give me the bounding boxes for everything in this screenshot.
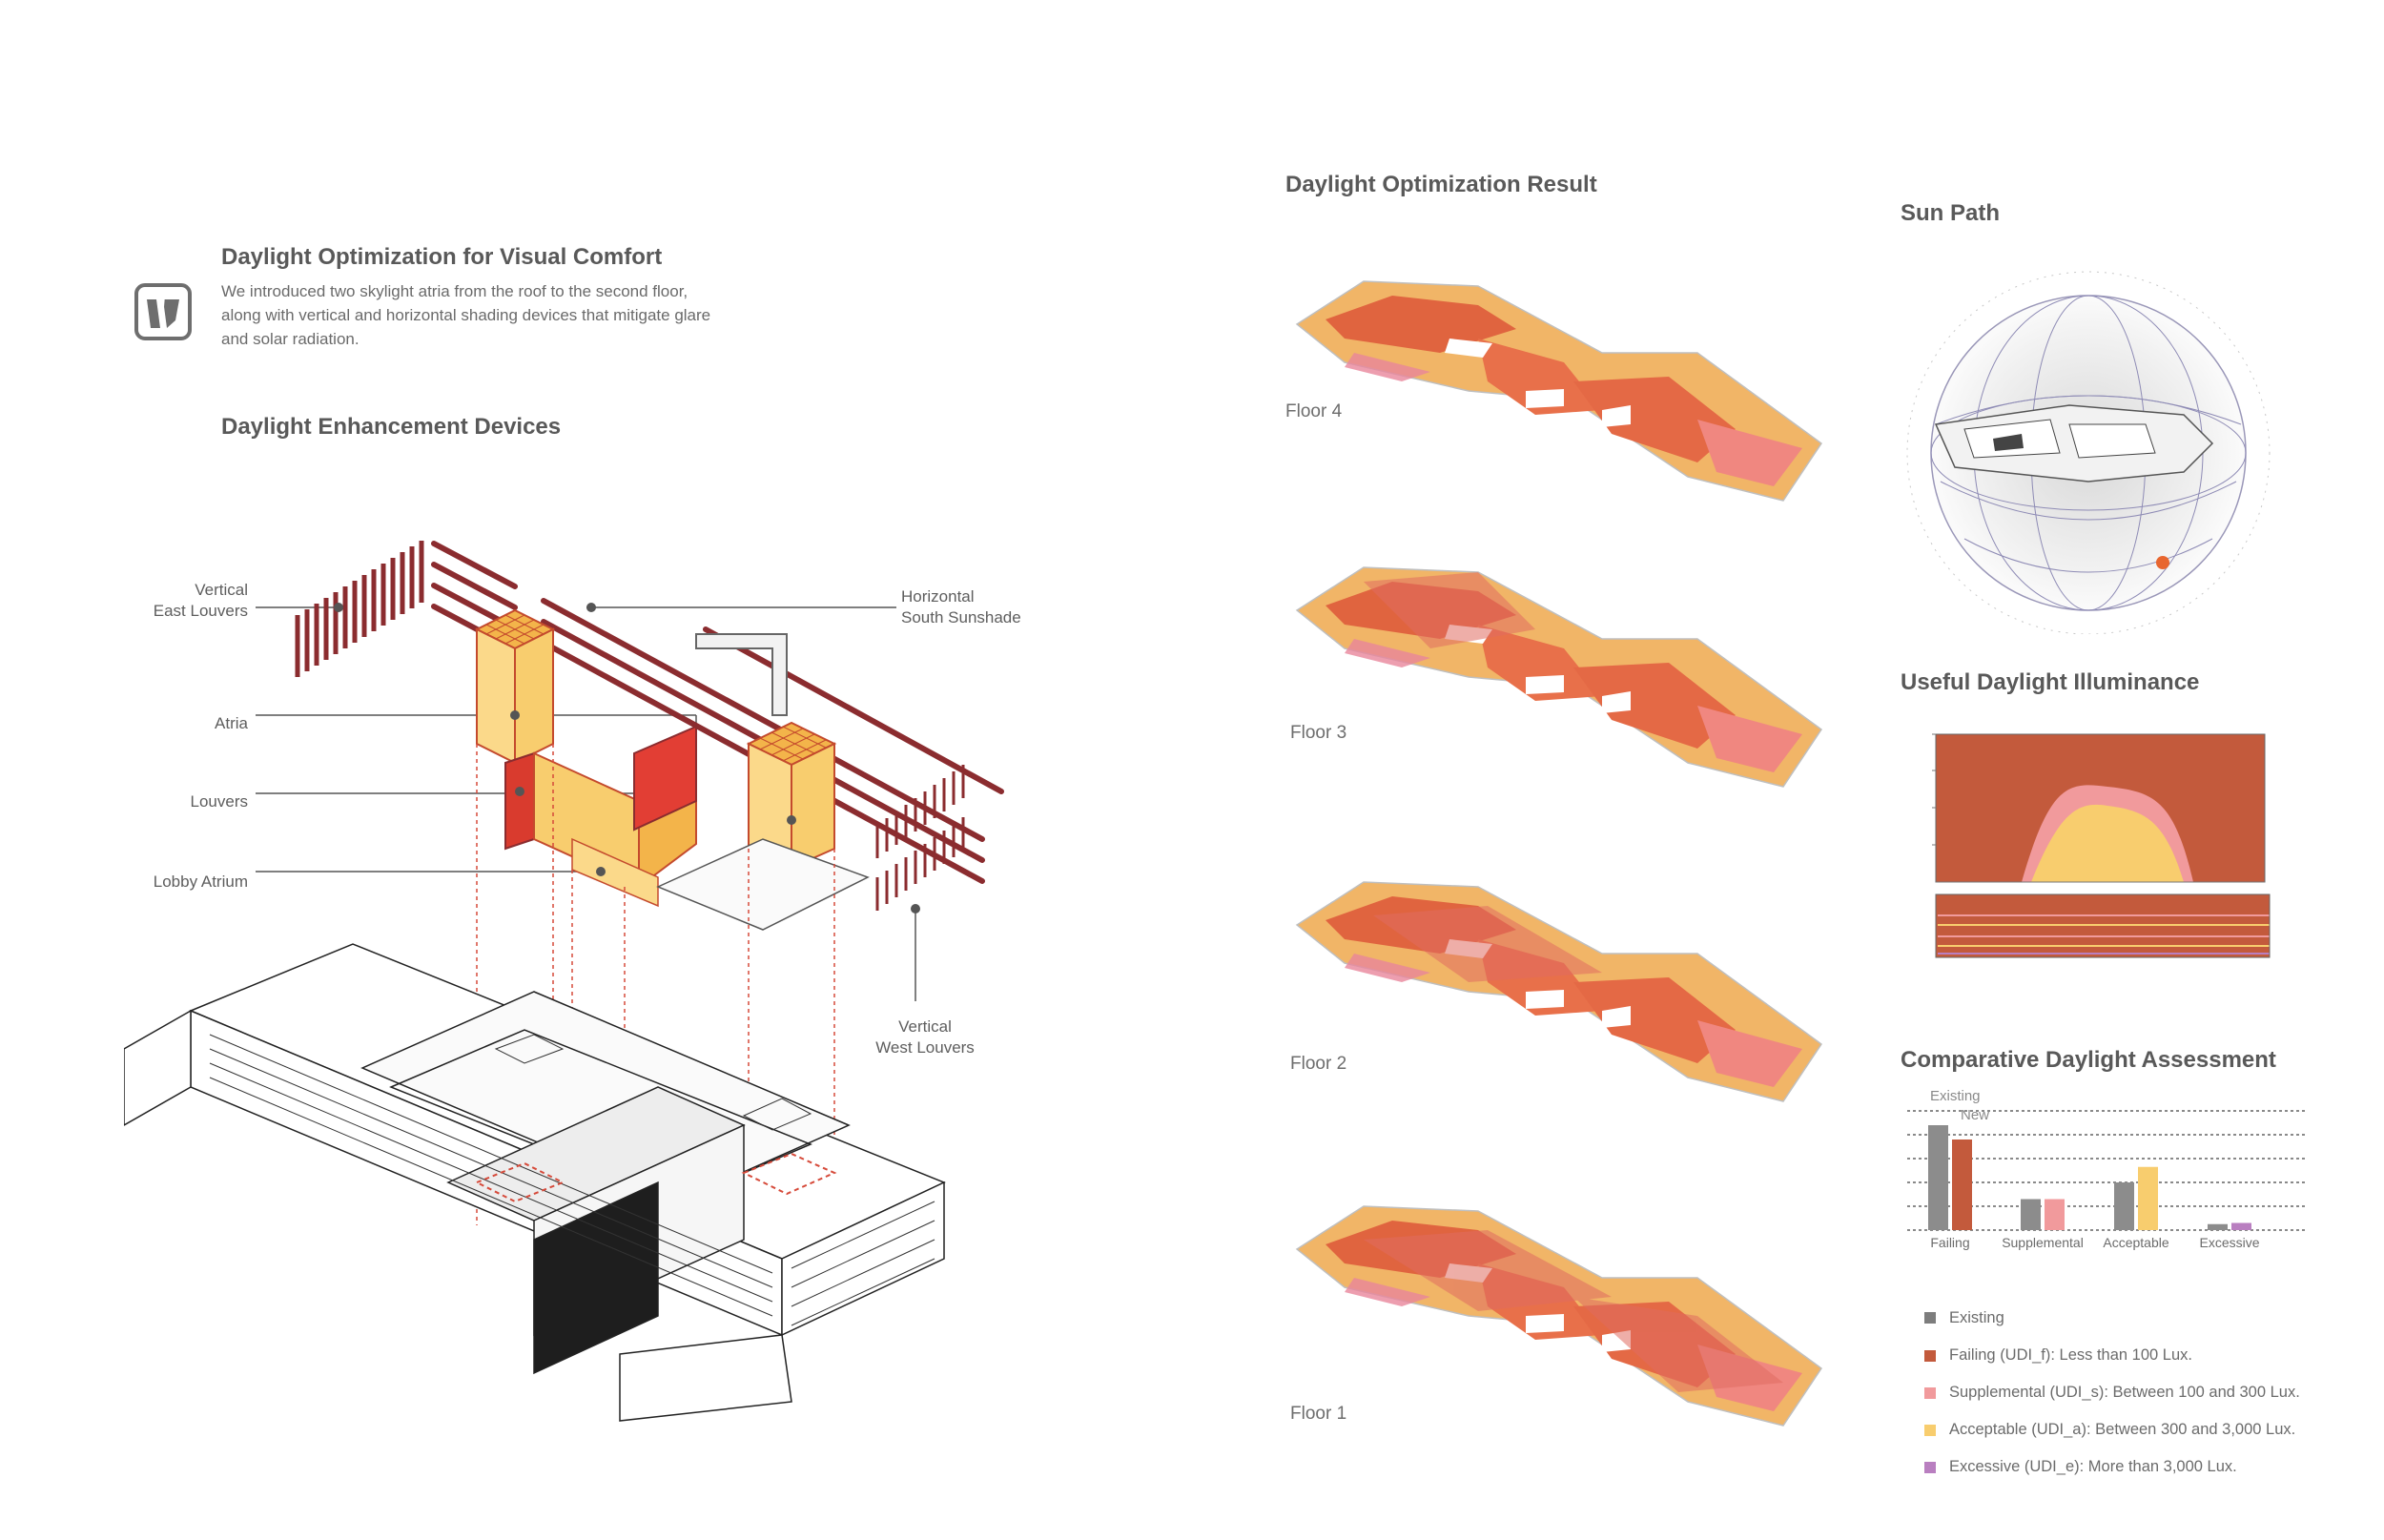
visual-comfort-description: We introduced two skylight atria from th… [221,282,711,348]
existing-series-label: Existing [1930,1088,1981,1104]
west-louvers [875,765,965,911]
new-series-label: New [1961,1107,1989,1123]
floor-label-1: Floor 1 [1290,1404,1347,1424]
visual-comfort-title: Daylight Optimization for Visual Comfort [221,244,663,270]
bar-failing-existing [1928,1125,1948,1230]
east-louvers [295,541,424,677]
bar-acceptable-new [2138,1166,2158,1230]
legend-item-failing: Failing (UDI_f): Less than 100 Lux. [1924,1337,2300,1374]
comparative-bar-chart: Failing Supplemental Acceptable Excessive E… [1907,1088,2308,1250]
louvers-and-lobby [334,603,920,931]
legend-swatch [1924,1461,1936,1473]
udi-title: Useful Daylight Illuminance [1901,669,2200,695]
bar-failing-new [1952,1140,1972,1230]
atrium-footprints [474,1152,837,1203]
legend-swatch [1924,1349,1936,1362]
legend-swatch [1924,1424,1936,1436]
chart-bars [1928,1125,2251,1230]
atrium-block-1 [474,608,556,765]
category-label-acceptable: Acceptable [2103,1235,2168,1250]
callout-atria: Atria [215,714,248,732]
callout-louvers: Louvers [190,792,248,811]
sun-path-diagram [1906,271,2271,634]
exploded-axonometric-diagram [124,541,1004,1422]
devices-title: Daylight Enhancement Devices [221,414,562,440]
optimization-result-title: Daylight Optimization Result [1285,172,1597,197]
callout-lobby-atrium: Lobby Atrium [153,873,248,891]
udi-charts [1932,733,2271,958]
bar-excessive-existing [2208,1223,2228,1230]
skylight-grid [494,1034,812,1131]
bar-supplemental-existing [2021,1199,2041,1230]
legend-item-existing: Existing [1924,1299,2300,1337]
legend-item-excessive: Excessive (UDI_e): More than 3,000 Lux. [1924,1448,2300,1486]
sunshade-frame [695,633,788,716]
legend-item-acceptable: Acceptable (UDI_a): Between 300 and 3,00… [1924,1411,2300,1448]
window-grid [209,1034,935,1326]
visual-comfort-icon [134,282,193,346]
floor-label-3: Floor 3 [1290,723,1347,743]
legend-swatch [1924,1386,1936,1399]
chart-category-labels: Failing Supplemental Acceptable Excessive [1930,1235,2259,1250]
floor-plan-heatmaps [1296,280,1822,1427]
legend-item-supplemental: Supplemental (UDI_s): Between 100 and 30… [1924,1374,2300,1411]
sun-path-title: Sun Path [1901,200,2001,226]
floor-label-2: Floor 2 [1290,1054,1347,1074]
legend-swatch [1924,1312,1936,1324]
comparative-title: Comparative Daylight Assessment [1901,1047,2276,1073]
category-label-excessive: Excessive [2199,1235,2259,1250]
category-label-supplemental: Supplemental [2002,1235,2084,1250]
building-mass [124,943,946,1422]
bar-excessive-new [2231,1222,2251,1230]
floor-label-4: Floor 4 [1285,401,1343,421]
bar-supplemental-new [2045,1199,2065,1230]
building-model [1934,404,2214,483]
category-label-failing: Failing [1930,1235,1969,1250]
bar-acceptable-existing [2114,1182,2134,1230]
legend: Existing Failing (UDI_f): Less than 100 … [1924,1299,2300,1486]
